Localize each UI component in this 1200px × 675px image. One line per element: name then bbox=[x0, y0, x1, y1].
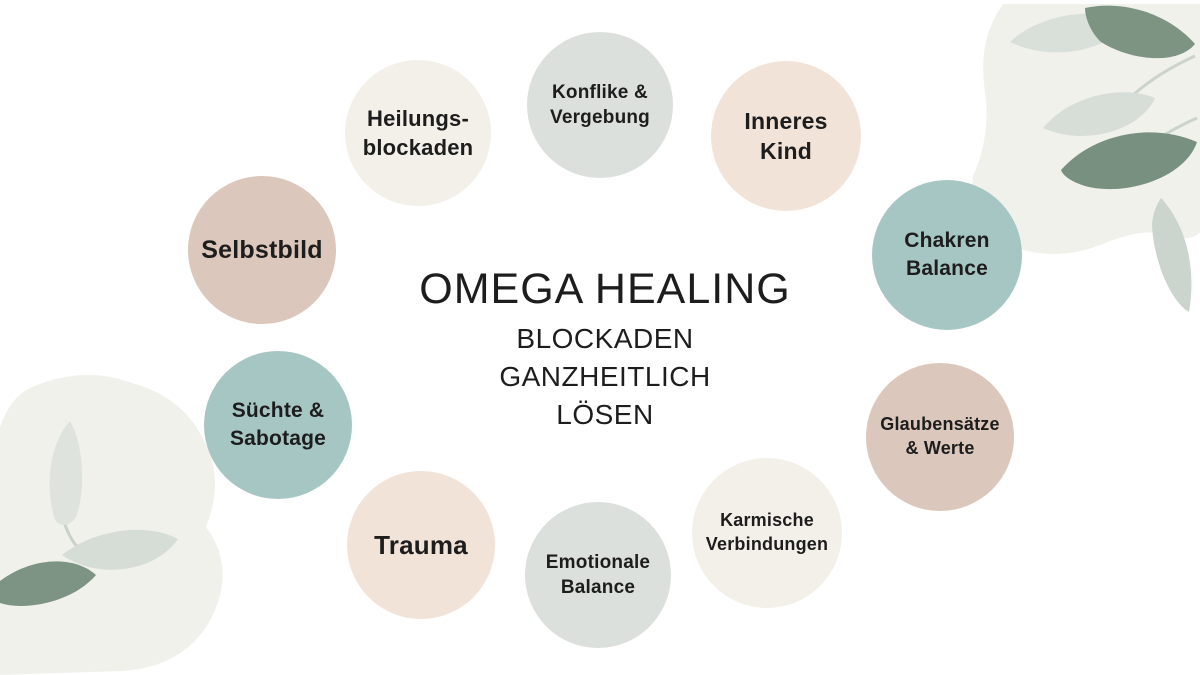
topic-circle-inneres-kind: Inneres Kind bbox=[711, 61, 861, 211]
topic-circle-konflike-vergebung: Konflike & Vergebung bbox=[527, 32, 673, 178]
topic-label: Balance bbox=[906, 257, 988, 280]
topic-label: Sabotage bbox=[229, 427, 327, 450]
topic-circle-chakren-balance: Chakren Balance bbox=[872, 180, 1022, 330]
topic-label: Trauma bbox=[374, 529, 468, 560]
topic-label: Heilungs- bbox=[366, 105, 470, 131]
topic-label: Vergebung bbox=[550, 107, 650, 128]
topic-circle-heilungsblockaden: Heilungs- blockaden bbox=[345, 60, 491, 206]
topic-label: Verbindungen bbox=[705, 534, 829, 554]
topic-circle-suechte-sabotage: Süchte & Sabotage bbox=[204, 351, 352, 499]
center-title-block: OMEGA HEALING BLOCKADEN GANZHEITLICH LÖS… bbox=[410, 266, 800, 434]
topic-label: Kind bbox=[760, 138, 812, 164]
topic-label: Inneres bbox=[744, 107, 828, 134]
topic-circle-karmische-verbindungen: Karmische Verbindungen bbox=[692, 458, 842, 608]
topic-label: Glaubensätze bbox=[880, 414, 1000, 435]
topic-circle-selbstbild: Selbstbild bbox=[188, 176, 336, 324]
topic-label: Balance bbox=[560, 577, 636, 598]
subtitle-line-2: GANZHEITLICH bbox=[499, 361, 711, 392]
topic-circle-emotionale-balance: Emotionale Balance bbox=[525, 502, 671, 648]
subtitle-line-1: BLOCKADEN bbox=[516, 323, 694, 354]
subtitle-line-3: LÖSEN bbox=[556, 399, 654, 430]
topic-label: Emotionale bbox=[545, 551, 651, 573]
page-title: OMEGA HEALING bbox=[419, 265, 791, 313]
topic-label: blockaden bbox=[362, 135, 474, 160]
topic-label: Süchte & bbox=[231, 399, 325, 423]
topic-label: Chakren bbox=[904, 229, 990, 253]
topic-label: Selbstbild bbox=[201, 235, 323, 264]
topic-circle-trauma: Trauma bbox=[347, 471, 495, 619]
topic-label: Karmische bbox=[720, 510, 814, 531]
topic-circle-glaubensaetze-werte: Glaubensätze & Werte bbox=[866, 363, 1014, 511]
topic-label: Konflike & bbox=[552, 81, 648, 103]
topic-label: & Werte bbox=[905, 438, 975, 458]
